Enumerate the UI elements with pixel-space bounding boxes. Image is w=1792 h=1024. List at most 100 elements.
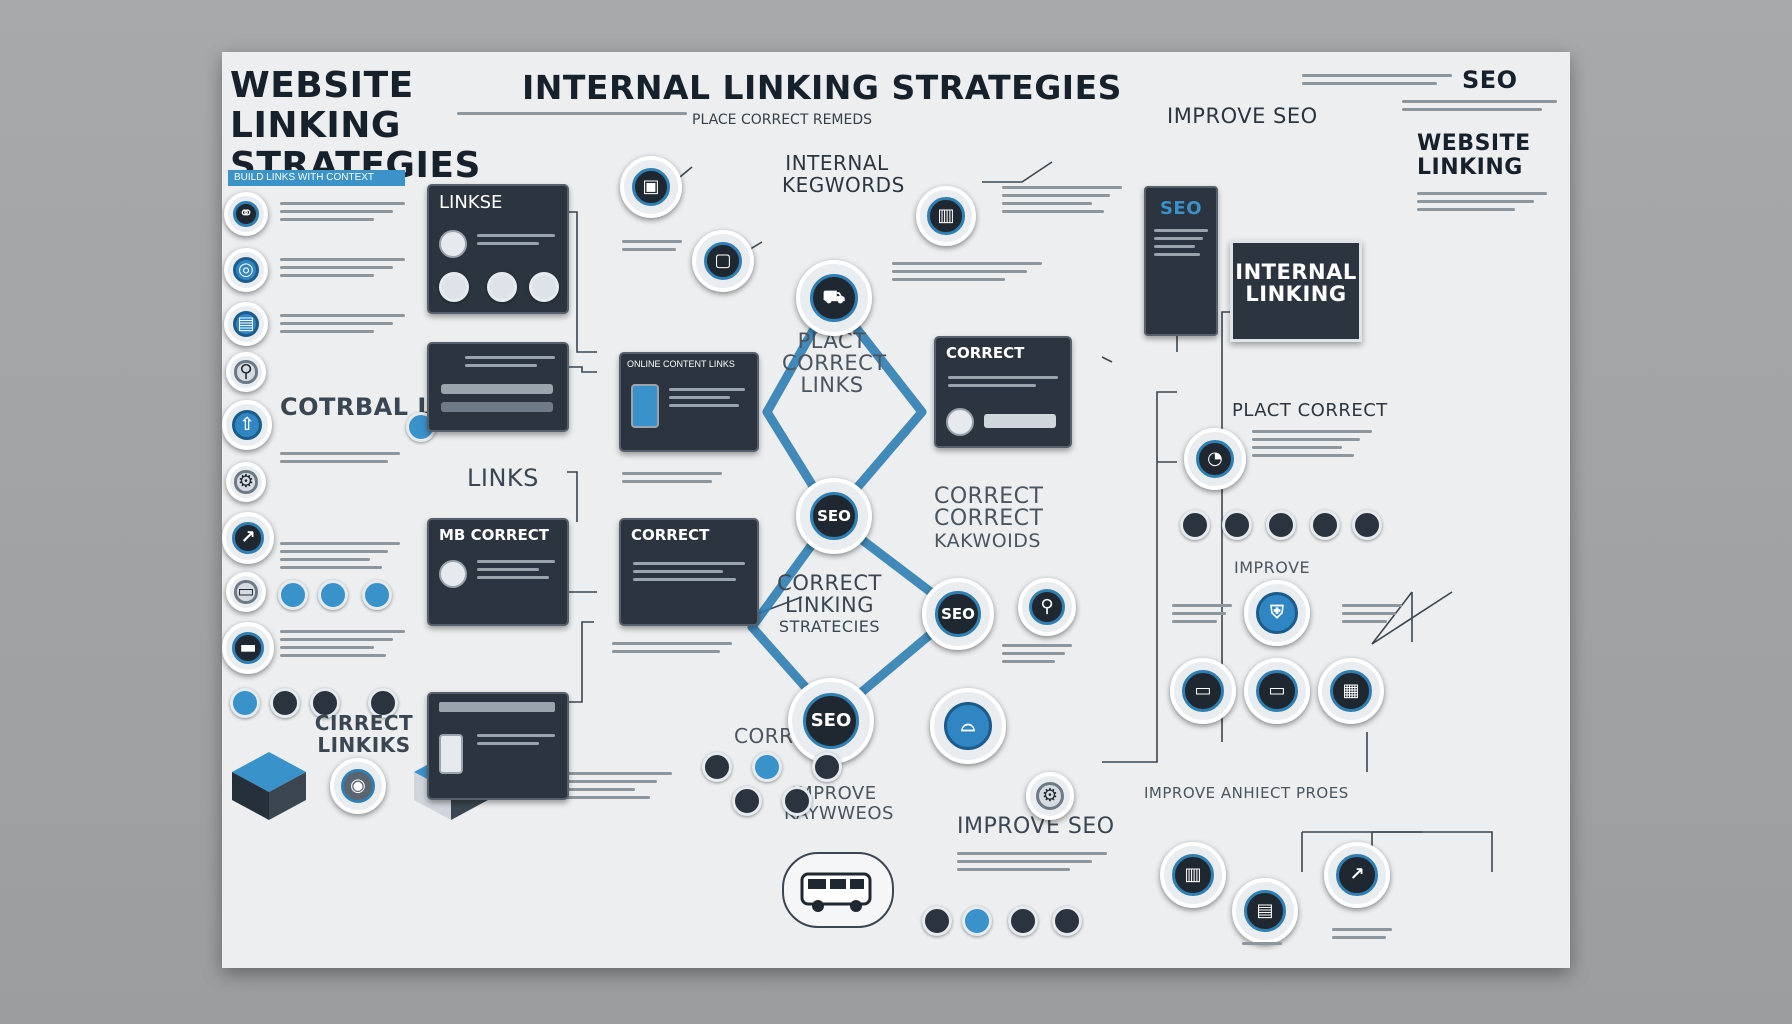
center-text-lines-4: [622, 472, 722, 483]
globe-icon: ◎: [238, 258, 254, 280]
card-bottom-left-icon: [439, 734, 463, 774]
center-chip-8: [1008, 906, 1038, 936]
left-icon-circle-8: ▭: [226, 572, 266, 612]
card-correct-right-lines: [948, 376, 1058, 387]
card-linkse-lines: [477, 234, 555, 245]
left-text-lines-2: [280, 258, 405, 277]
place-correct-links-label: PLACT CORRECT LINKS: [782, 329, 887, 397]
card-linkse: LINKSE: [427, 184, 569, 314]
right-title-line1: WEBSITE: [1417, 131, 1531, 156]
left-title-line2: LINKING: [230, 105, 401, 146]
center-chip-1: [702, 752, 732, 782]
internal-linking-line2: LINKING: [1245, 282, 1347, 306]
center-circle-top-left: ▣: [620, 156, 682, 218]
right-text-lines-1: [1252, 430, 1372, 457]
right-circle-4: ▦: [1318, 658, 1384, 724]
internal-linking-panel: INTERNAL LINKING: [1230, 240, 1362, 342]
card-progress-bar: [441, 384, 553, 394]
card-mb-correct-title: MB CORRECT: [439, 526, 549, 544]
folder-icon: ▣: [642, 175, 660, 197]
seo-tab-lines: [1146, 219, 1216, 256]
gear-icon-2: ⚙: [1041, 784, 1059, 806]
center-text-lines-1: [1002, 186, 1122, 213]
card-mid-top-icon: [631, 384, 659, 428]
card-correct-mid: CORRECT: [619, 518, 759, 626]
center-circle-main: ⛟: [796, 260, 872, 336]
card-bottom-left-header: [439, 702, 555, 712]
document-icon-3: ▤: [1256, 899, 1274, 921]
left-blue-bar: BUILD LINKS WITH CONTEXT: [228, 170, 405, 186]
left-icon-circle-2: ◎: [224, 248, 268, 292]
card-mb-correct: MB CORRECT: [427, 518, 569, 626]
center-chip-7: [962, 906, 992, 936]
improve-seo-top: IMPROVE SEO: [1167, 104, 1318, 128]
seo-node-2-label: SEO: [934, 590, 982, 638]
right-title-line2: LINKING: [1417, 155, 1523, 180]
search-icon-2: ⚲: [1040, 596, 1054, 617]
card-correct-right-field: [984, 414, 1056, 428]
left-chip-6: [310, 688, 340, 718]
left-text-lines-6: [280, 630, 405, 657]
center-circle-right: ⚲: [1018, 578, 1076, 636]
right-circle-1: ◔: [1184, 428, 1246, 490]
correct-linking-strategies-line3: STRATECIES: [778, 617, 881, 636]
subtitle-text-lines: [457, 112, 687, 115]
card-mid-top-lines: [669, 388, 745, 407]
shoe-circle: ⌓: [930, 688, 1006, 764]
right-text-lines-4: [1242, 942, 1282, 945]
correct-keywords-line3: KAKWOIDS: [934, 530, 1041, 552]
improve-kaywweos-line1: IMPROVE: [791, 783, 877, 804]
card-mid-top-title: ONLINE CONTENT LINKS: [627, 359, 735, 369]
center-chip-5: [782, 786, 812, 816]
improve-kaywweos-line2: KAYWWEOS: [784, 803, 894, 824]
seo-top-label: SEO: [1462, 66, 1518, 94]
left-icon-circle-4: ⚲: [226, 352, 266, 392]
correct-keywords-line1: CORRECT: [934, 484, 1044, 509]
left-icon-circle-6: ⚙: [226, 462, 266, 502]
document-icon: ▭: [237, 580, 255, 602]
center-circle-top-right: ▥: [916, 186, 976, 246]
improve-seo-text-lines: [957, 852, 1107, 871]
main-subtitle: PLACE CORRECT REMEDS: [692, 112, 873, 128]
left-chip-5: [270, 688, 300, 718]
left-chip-1: [278, 580, 308, 610]
card-mb-correct-icon: [439, 560, 467, 588]
improve-label: IMPROVE: [1234, 558, 1311, 577]
center-text-lines-6: [1002, 644, 1072, 663]
link-icon: ⚭: [238, 202, 254, 224]
improve-kaywweos-label: IMPROVE KAYWWEOS: [784, 783, 894, 824]
document-icon-2: ▥: [937, 204, 955, 226]
links-label: LINKS: [467, 464, 539, 492]
improve-pages-label: IMPROVE ANHIECT PROES: [1144, 784, 1349, 802]
left-chip-7: [368, 688, 398, 718]
right-text-lines-2: [1172, 604, 1232, 623]
card-correct-right-icon: [946, 408, 974, 436]
browser-icon: ▤: [237, 312, 255, 334]
right-circle-7: ↗: [1324, 842, 1390, 908]
lock-circle: ◉: [330, 758, 386, 814]
correct-linking-strategies-line1: CORRECT: [777, 571, 882, 595]
shoe-icon: ⌓: [960, 714, 976, 736]
left-icon-circle-1: ⚭: [224, 192, 268, 236]
upload-icon: ⇧: [239, 413, 255, 435]
infographic-board: WEBSITE LINKING STRATEGIES INTERNAL LINK…: [222, 52, 1570, 968]
right-circle-2: ▭: [1170, 658, 1236, 724]
right-chip-4: [1310, 510, 1340, 540]
correct-keywords-line2: CORRECT: [934, 506, 1044, 531]
left-chip-4: [230, 688, 260, 718]
clock-icon: ◔: [1207, 447, 1223, 469]
right-text-lines-3: [1342, 604, 1402, 623]
left-title: WEBSITE LINKING STRATEGIES: [230, 66, 481, 186]
card-correct-mid-title: CORRECT: [631, 526, 710, 544]
correct-linking-strategies-line2: LINKING: [784, 593, 875, 617]
cirrect-linkiks-label: CIRRECT LINKIKS: [314, 711, 414, 757]
placet-correct-label: PLACT CORRECT: [1232, 400, 1388, 421]
monitor-icon: ▭: [1194, 679, 1212, 701]
internal-keywords-label: INTERNAL KEGWORDS: [782, 151, 905, 197]
internal-linking-line1: INTERNAL: [1235, 260, 1357, 284]
card-bottom-left: [427, 692, 569, 800]
card-correct-mid-lines: [633, 562, 745, 581]
seo-top-text-lines: [1302, 74, 1452, 85]
card-linkse-icon: [439, 230, 467, 258]
seo-node-1: SEO: [796, 478, 872, 554]
